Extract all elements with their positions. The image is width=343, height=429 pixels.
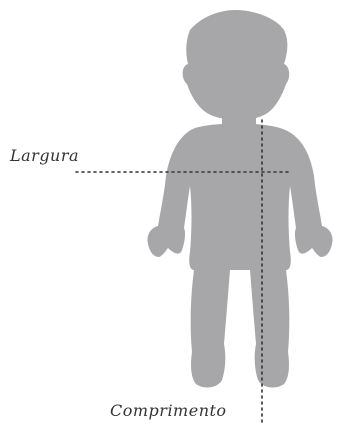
baby-head <box>183 10 290 120</box>
length-label: Comprimento <box>110 403 227 419</box>
width-label: Largura <box>10 148 79 164</box>
baby-body <box>147 124 332 388</box>
baby-silhouette <box>147 10 332 387</box>
